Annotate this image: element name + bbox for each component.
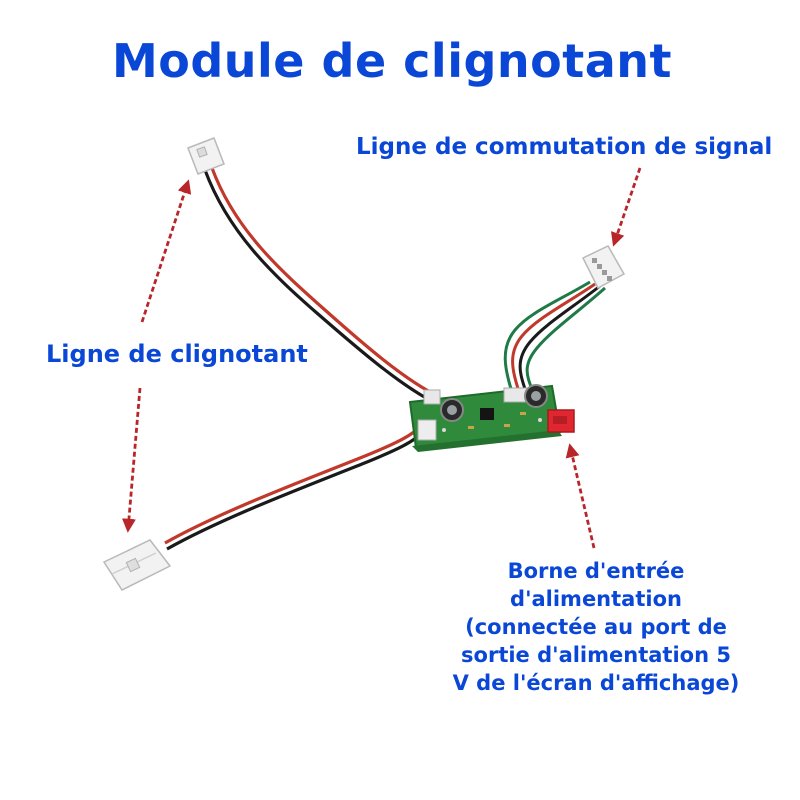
arrow-blink-bottom: [121, 387, 142, 533]
pcb-board: [408, 384, 575, 452]
board-connector-left-top: [423, 389, 441, 405]
annotation-arrows: [121, 167, 642, 549]
diagram-title: Module de clignotant: [111, 34, 673, 88]
ic-chip: [480, 408, 494, 420]
arrow-power: [565, 443, 596, 549]
board-connector-left-bottom: [417, 419, 437, 441]
arrow-signal: [611, 167, 642, 247]
arrow-blink-top: [140, 179, 192, 323]
label-power-line: d'alimentation: [510, 587, 682, 611]
label-power-input-terminal: Borne d'entrée d'alimentation (connectée…: [436, 557, 756, 697]
wire-signal-bundle: [503, 280, 606, 393]
label-power-line: sortie d'alimentation 5: [461, 643, 731, 667]
wire-bottom-left-pair: [164, 424, 427, 551]
connector-signal-4pin: [581, 245, 626, 290]
label-power-line: Borne d'entrée: [507, 559, 685, 583]
label-blinker-line: Ligne de clignotant: [46, 340, 308, 368]
wire-top-left-pair: [203, 167, 431, 400]
label-signal-switch-line: Ligne de commutation de signal: [356, 134, 773, 160]
connector-top-left: [187, 137, 225, 175]
connector-bottom-left: [102, 539, 172, 591]
label-power-line: V de l'écran d'affichage): [452, 671, 740, 695]
label-power-line: (connectée au port de: [465, 615, 727, 639]
